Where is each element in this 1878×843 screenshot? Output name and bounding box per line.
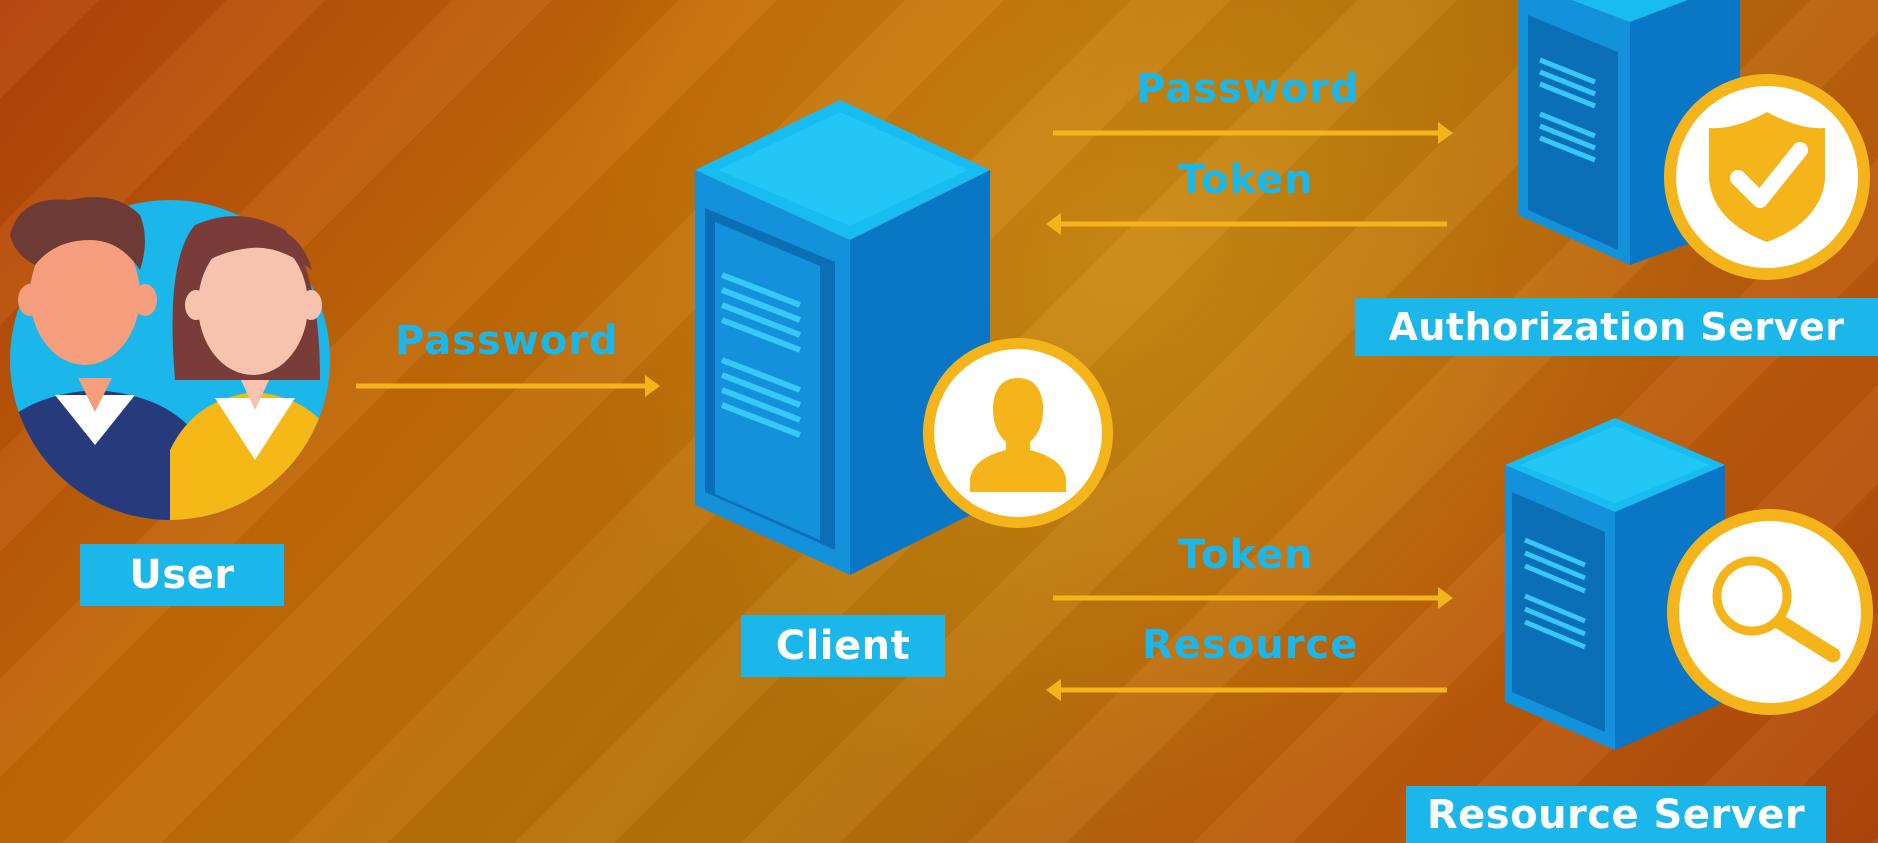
client-label: Client <box>741 615 945 677</box>
flow-label-resource-to-client: Resource <box>1142 622 1359 668</box>
flow-label-client-to-auth: Password <box>1136 66 1360 112</box>
arrow-auth-to-client <box>1046 213 1447 235</box>
flow-label-auth-to-client: Token <box>1178 157 1314 203</box>
shield-check-icon <box>1664 74 1870 280</box>
arrow-client-to-auth <box>1053 122 1453 144</box>
resource-server-label: Resource Server <box>1406 786 1826 843</box>
person-badge-icon <box>923 338 1113 528</box>
authorization-server-icon <box>1518 0 1740 265</box>
magnifier-icon <box>1667 509 1873 715</box>
arrow-user-to-client <box>356 375 660 397</box>
authorization-server-label: Authorization Server <box>1355 298 1878 356</box>
user-label: User <box>80 544 284 606</box>
arrow-client-to-resource <box>1053 587 1453 609</box>
users-icon <box>10 197 330 520</box>
client-server-icon <box>695 100 990 575</box>
flow-label-client-to-resource: Token <box>1178 532 1314 578</box>
flow-label-user-to-client: Password <box>395 318 619 364</box>
arrow-resource-to-client <box>1046 679 1447 701</box>
